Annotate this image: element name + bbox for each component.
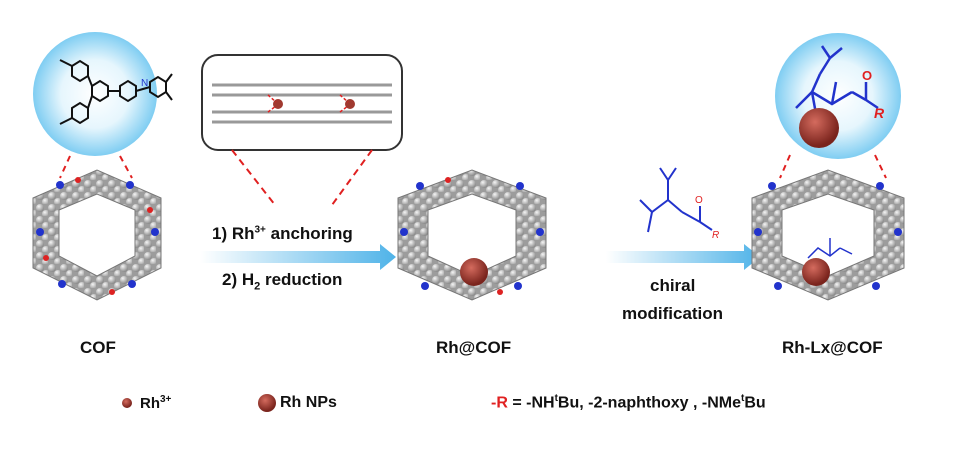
- pore-slab-inset: [201, 54, 403, 151]
- label-cof: COF: [80, 338, 116, 357]
- cof-heteroatoms: [36, 177, 159, 295]
- chiral-ligand-small: [639, 167, 713, 233]
- svg-text:N: N: [141, 78, 148, 89]
- rh-lx-nanoparticle: [802, 258, 830, 286]
- label-rh-cof: Rh@COF: [436, 338, 512, 357]
- label-rh-lx-cof: Rh-Lx@COF: [782, 338, 883, 357]
- step-2-label: 2) H2 reduction: [222, 270, 343, 293]
- legend-rh3-label: Rh3+: [140, 394, 172, 412]
- ligand-small-r: R: [712, 230, 719, 241]
- reaction-arrow-1: [200, 244, 396, 270]
- reaction-arrow-2: [606, 244, 760, 270]
- rh-cof-ring: [397, 169, 547, 301]
- step-1-label: 1) Rh3+ anchoring: [212, 224, 353, 243]
- cof-ring: [32, 169, 162, 301]
- ligand-small-o: O: [695, 195, 703, 206]
- chiral-label-line1: chiral: [650, 276, 696, 295]
- inset-ketone-r: R: [874, 105, 885, 121]
- cof-linker-inset: N: [33, 32, 173, 156]
- legend-rh3-icon: [122, 398, 132, 408]
- legend-rh-np-icon: [258, 394, 276, 412]
- rh-lx-cof-ring: [751, 169, 905, 301]
- chiral-label-line2: modification: [622, 304, 724, 323]
- legend-rh-np-label: Rh NPs: [280, 394, 337, 411]
- rh-nanoparticle: [460, 258, 488, 286]
- legend-r-definition: -R = -NHtBu, -2-naphthoxy , -NMetBu: [491, 393, 766, 412]
- modified-rh-inset: [775, 33, 901, 159]
- inset-ketone-o: O: [862, 68, 872, 83]
